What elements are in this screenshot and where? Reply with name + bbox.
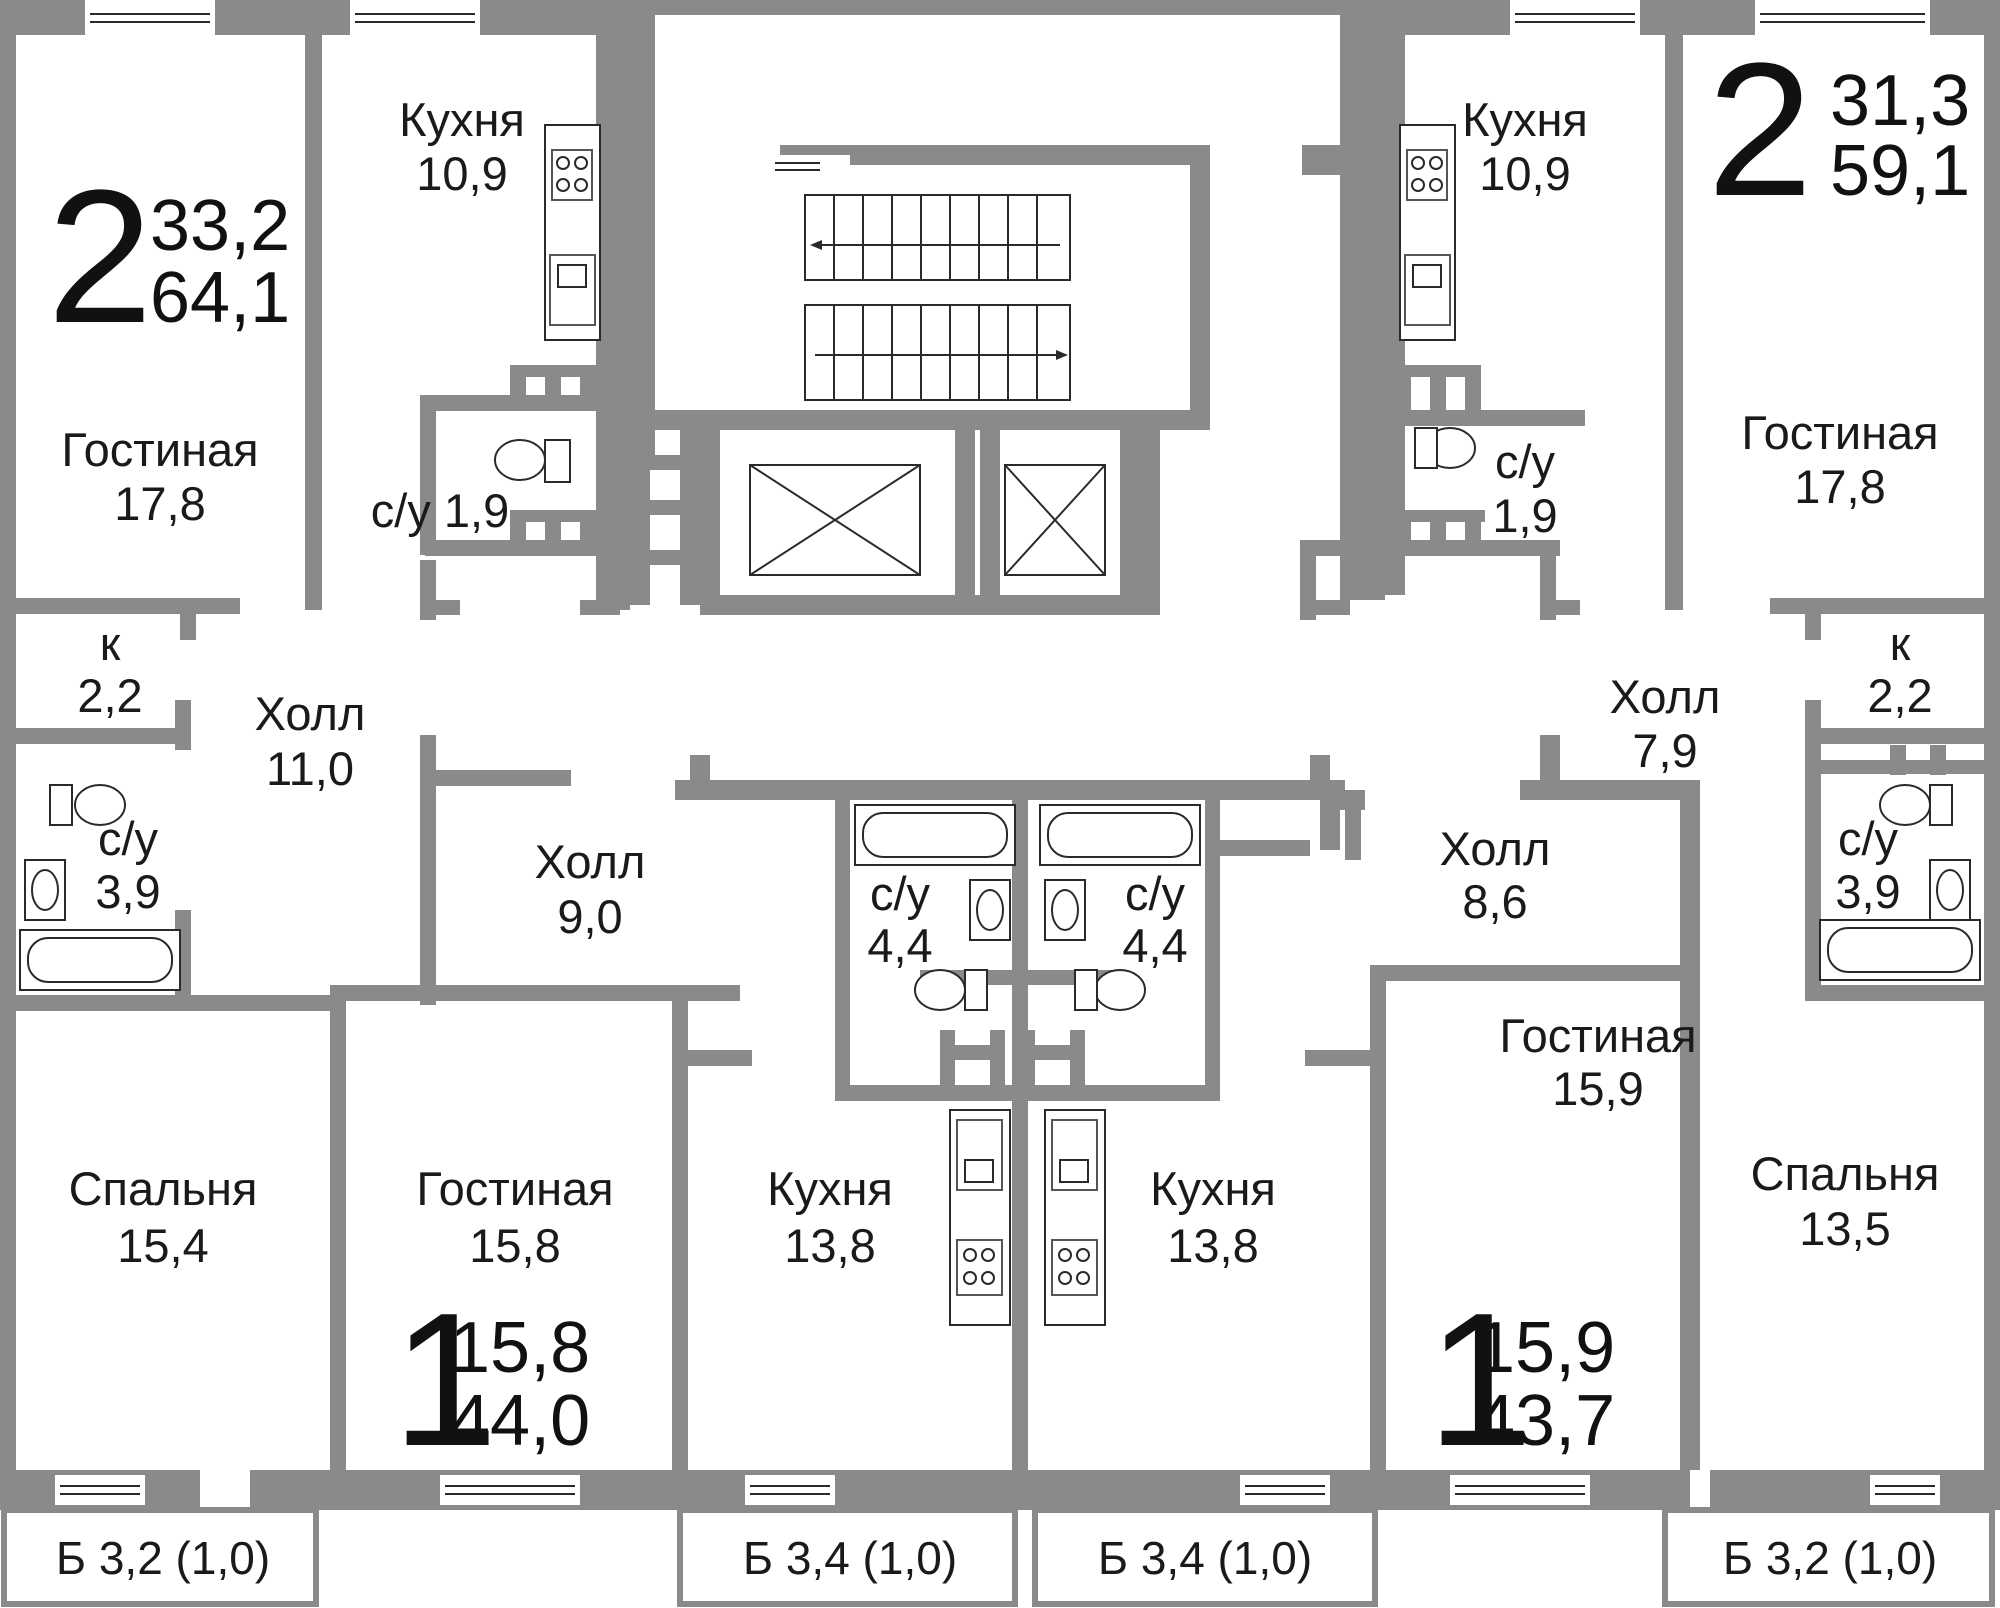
room-name: Холл — [1440, 822, 1551, 875]
kitchen-units — [544, 124, 1456, 1326]
balcony-label: Б 3,2 (1,0) — [1723, 1532, 1937, 1584]
room-name: к — [1890, 617, 1911, 670]
room-name: Кухня — [1462, 93, 1588, 146]
room-name: Холл — [535, 835, 646, 888]
room-area: 17,8 — [1794, 460, 1885, 513]
rooms-count: 2 — [1707, 24, 1813, 236]
room-area: 4,4 — [867, 919, 932, 972]
room-area: 10,9 — [416, 147, 507, 200]
room-name: к — [100, 617, 121, 670]
room-name: Гостиная — [416, 1162, 613, 1215]
walls — [0, 0, 2000, 1510]
total-area: 43,7 — [1475, 1381, 1615, 1461]
room-area: 2,2 — [77, 669, 142, 722]
balcony-label: Б 3,2 (1,0) — [56, 1532, 270, 1584]
apartment-label-center-right: 1 15,9 43,7 — [1427, 1274, 1615, 1486]
total-area: 64,1 — [150, 258, 290, 338]
room-name: с/у 1,9 — [371, 484, 509, 537]
rooms-count: 1 — [1427, 1274, 1533, 1486]
living-area: 31,3 — [1830, 61, 1970, 141]
room-name: с/у — [1495, 435, 1556, 488]
rooms-count: 1 — [392, 1274, 498, 1486]
room-area: 13,8 — [1167, 1219, 1258, 1272]
room-name: с/у — [1838, 812, 1899, 865]
room-name: с/у — [870, 867, 931, 920]
balcony-label: Б 3,4 (1,0) — [743, 1532, 957, 1584]
living-area: 15,8 — [450, 1308, 590, 1388]
balcony-labels: Б 3,2 (1,0) Б 3,4 (1,0) Б 3,4 (1,0) Б 3,… — [56, 1532, 1937, 1584]
rooms-count: 2 — [47, 151, 153, 363]
room-name: Гостиная — [1741, 406, 1938, 459]
room-area: 13,8 — [784, 1219, 875, 1272]
balconies — [1, 1507, 1995, 1607]
room-name: Гостиная — [1499, 1009, 1696, 1062]
room-area: 8,6 — [1462, 875, 1527, 928]
room-name: Холл — [255, 687, 366, 740]
room-area: 1,9 — [1492, 489, 1557, 542]
room-area: 13,5 — [1799, 1202, 1890, 1255]
room-area: 3,9 — [1835, 865, 1900, 918]
room-labels: Кухня 10,9 Гостиная 17,8 с/у 1,9 к 2,2 Х… — [61, 93, 1939, 1272]
room-area: 10,9 — [1479, 147, 1570, 200]
total-area: 59,1 — [1830, 131, 1970, 211]
windows-top — [85, 0, 1930, 175]
room-name: с/у — [98, 812, 159, 865]
room-name: Холл — [1610, 670, 1721, 723]
bathroom-fixtures — [19, 427, 1981, 1011]
total-area: 44,0 — [450, 1381, 590, 1461]
staircase — [804, 194, 1071, 401]
room-name: Спальня — [1751, 1147, 1940, 1200]
living-area: 15,9 — [1475, 1308, 1615, 1388]
room-area: 15,9 — [1552, 1062, 1643, 1115]
room-area: 7,9 — [1632, 724, 1697, 777]
room-area: 17,8 — [114, 477, 205, 530]
room-name: Гостиная — [61, 423, 258, 476]
elevators — [749, 464, 1106, 576]
apartment-label-center-left: 1 15,8 44,0 — [392, 1274, 590, 1486]
room-area: 2,2 — [1867, 669, 1932, 722]
apartment-label-right: 2 31,3 59,1 — [1707, 24, 1970, 236]
room-area: 15,4 — [117, 1219, 208, 1272]
room-area: 15,8 — [469, 1219, 560, 1272]
apartment-label-left: 2 33,2 64,1 — [47, 151, 290, 363]
room-name: с/у — [1125, 867, 1186, 920]
room-name: Кухня — [767, 1162, 893, 1215]
room-name: Спальня — [69, 1162, 258, 1215]
room-area: 9,0 — [557, 890, 622, 943]
balcony-label: Б 3,4 (1,0) — [1098, 1532, 1312, 1584]
room-area: 4,4 — [1122, 919, 1187, 972]
room-area: 11,0 — [266, 742, 354, 795]
room-name: Кухня — [399, 93, 525, 146]
room-area: 3,9 — [95, 865, 160, 918]
room-name: Кухня — [1150, 1162, 1276, 1215]
living-area: 33,2 — [150, 186, 290, 266]
windows-bottom — [55, 1470, 1940, 1510]
